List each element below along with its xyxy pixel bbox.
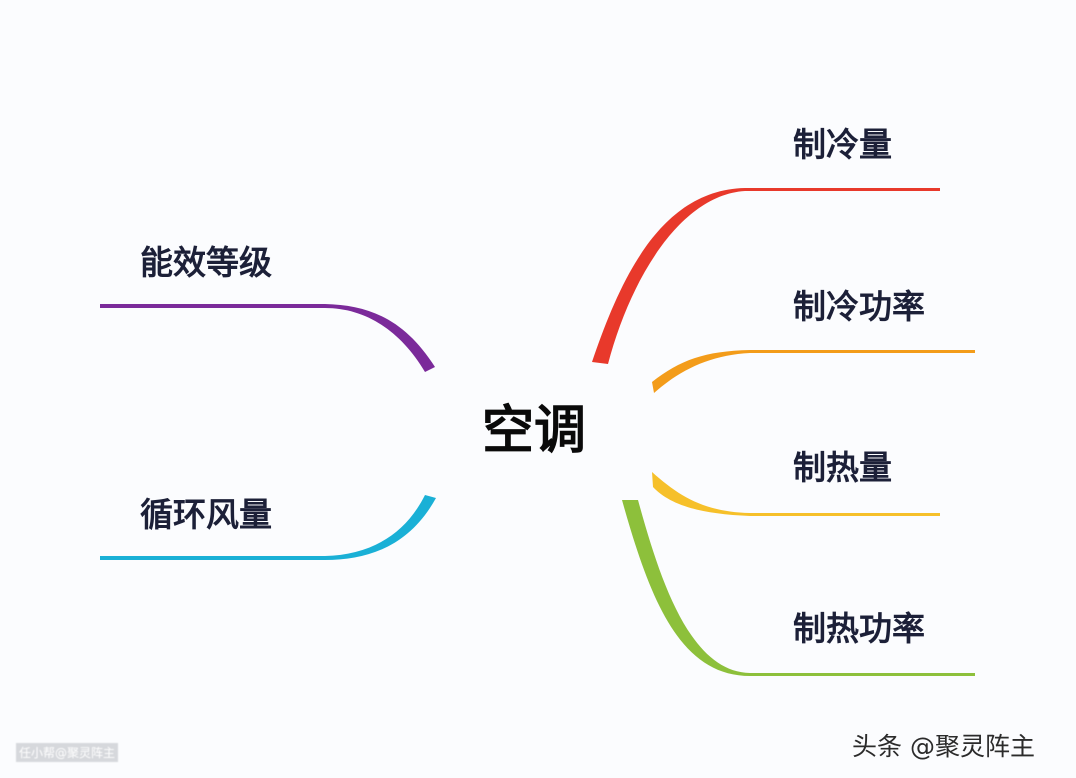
- node-cooling-capacity: 制冷量: [793, 125, 892, 164]
- branch-line-energy-rating: [100, 304, 435, 372]
- node-heating-capacity: 制热量: [793, 448, 892, 487]
- node-energy-rating: 能效等级: [140, 243, 272, 282]
- node-airflow: 循环风量: [140, 495, 272, 534]
- branch-line-cooling-capacity: [592, 188, 940, 364]
- center-node: 空调: [482, 401, 587, 461]
- branch-line-heating-power: [622, 500, 975, 676]
- source-credit: 头条 @聚灵阵主: [852, 732, 1035, 761]
- node-cooling-power: 制冷功率: [793, 287, 925, 326]
- node-heating-power: 制热功率: [793, 609, 925, 648]
- watermark: 任小帮@聚灵阵主: [16, 743, 119, 762]
- branch-line-cooling-power: [652, 350, 975, 393]
